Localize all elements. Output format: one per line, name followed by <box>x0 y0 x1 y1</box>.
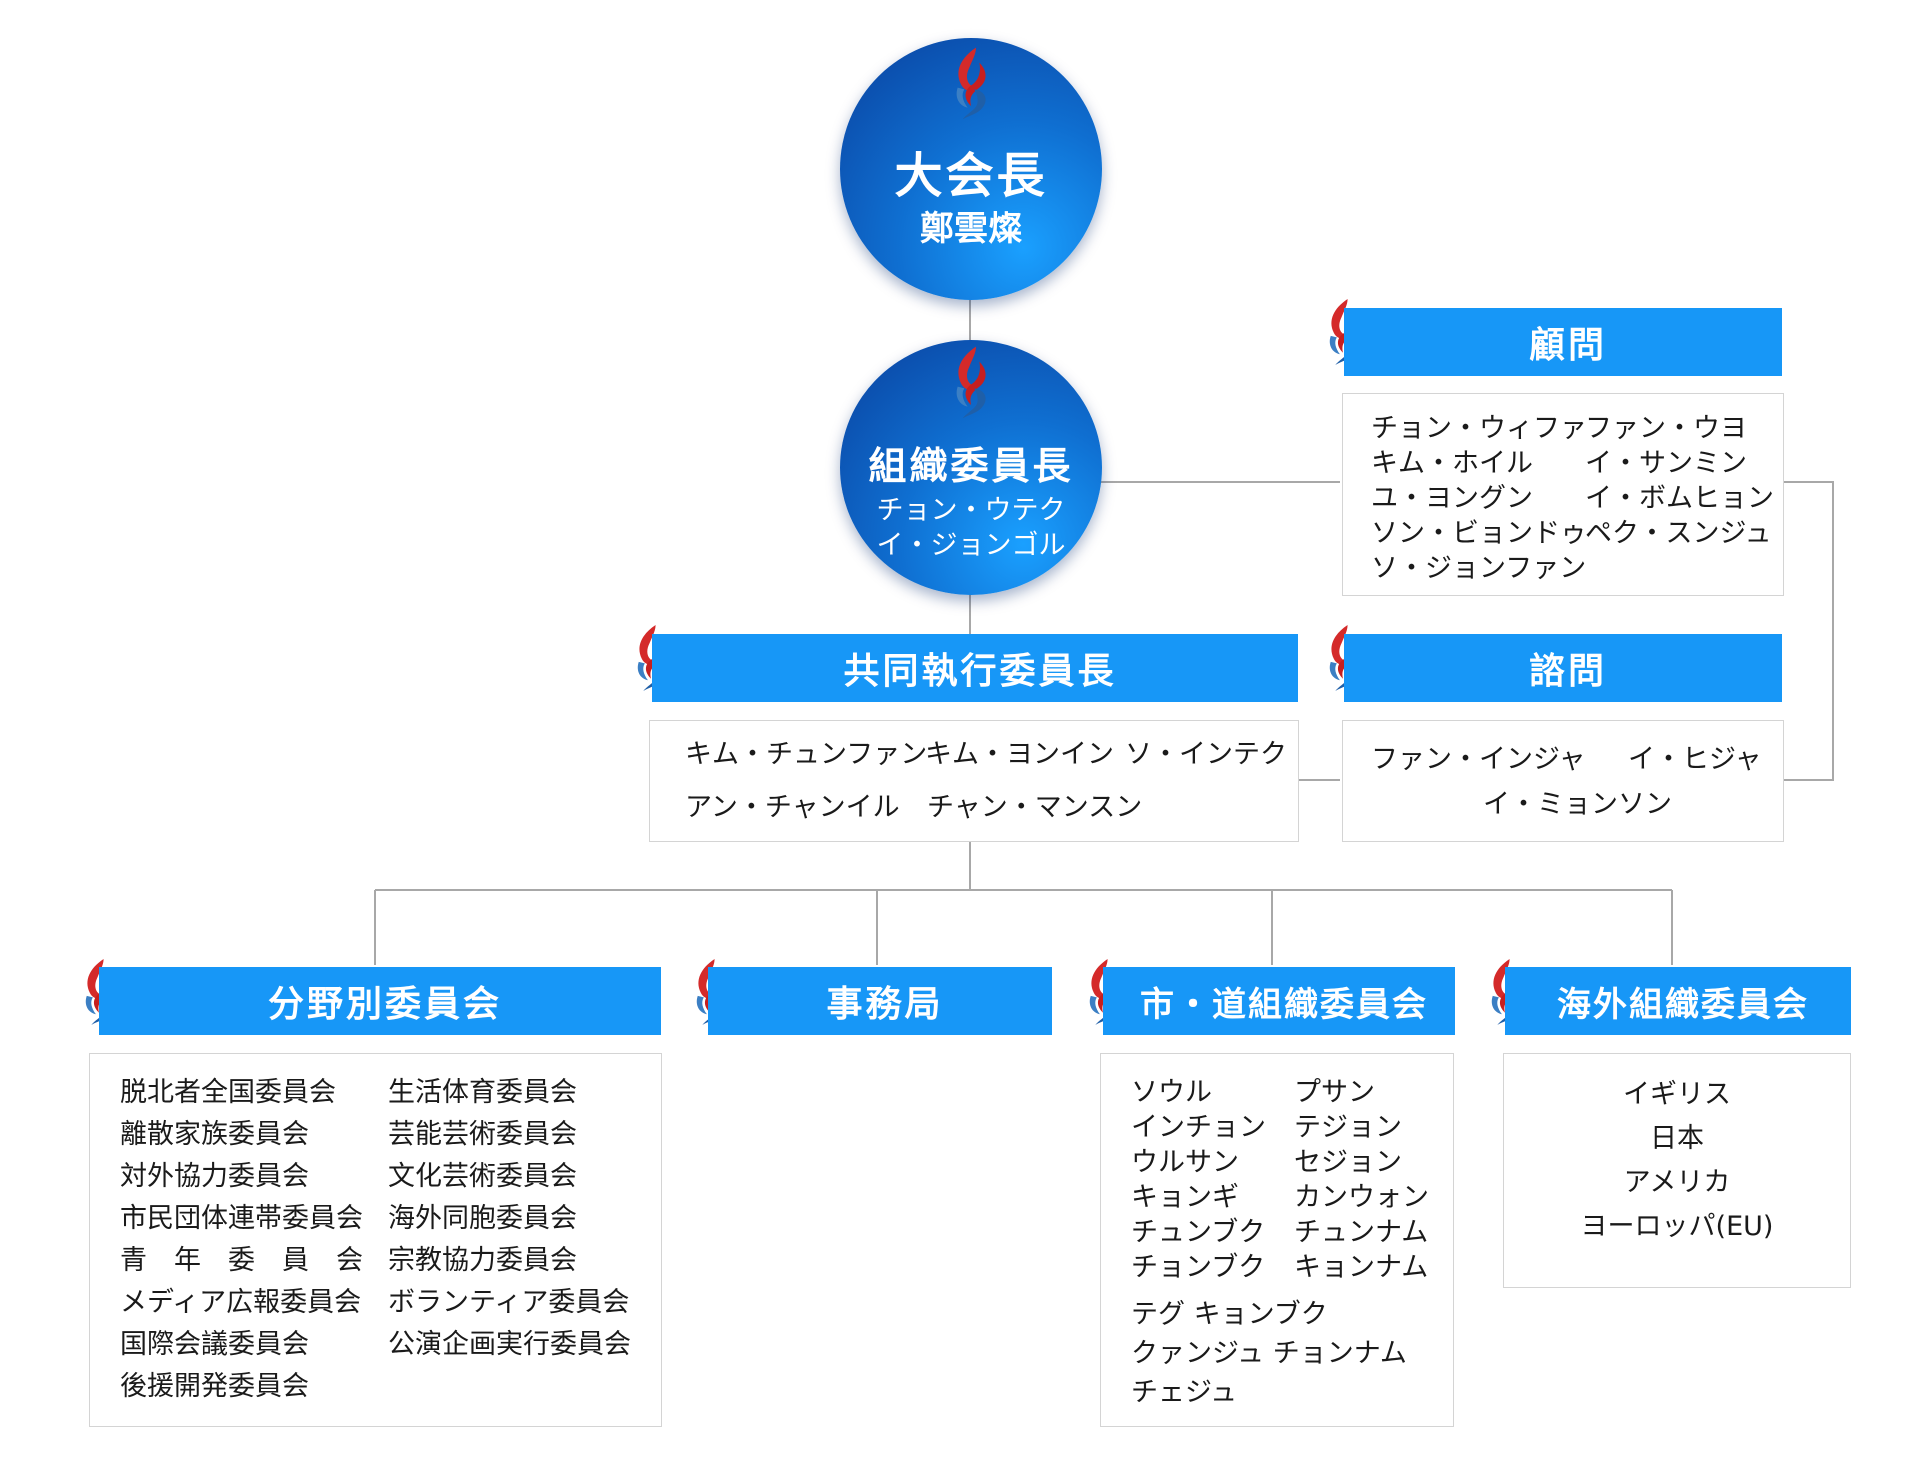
region-item: キョンナム <box>1294 1252 1429 1283</box>
co-chair-name: ソ・インテク <box>1125 739 1287 770</box>
advisor-name: チョン・ウィファ <box>1371 413 1587 444</box>
region-item: カンウォン <box>1294 1182 1429 1213</box>
flame-logo-icon <box>946 345 996 420</box>
advisor-col-1: チョン・ウィファ キム・ホイル ユ・ヨングン ソン・ビョンドゥ ソ・ジョンファン <box>1371 406 1587 584</box>
committee-item: 離散家族委員会 <box>120 1119 309 1150</box>
country-item: アメリカ <box>1623 1167 1731 1198</box>
region-item: チュンブク <box>1131 1217 1266 1248</box>
consultant-box: ファン・インジャ イ・ヒジャ イ・ミョンソン <box>1342 720 1784 842</box>
region-item: ウルサン <box>1131 1147 1239 1178</box>
president-name: 鄭雲燦 <box>920 209 1022 249</box>
consultant-name: ファン・インジャ <box>1371 744 1586 775</box>
flame-logo-icon <box>946 46 996 121</box>
organizing-chair-name-1: チョン・ウテク <box>876 495 1066 526</box>
advisor-col-2: ファン・ウヨ イ・サンミン イ・ボムヒョン ペク・スンジュ <box>1585 406 1774 549</box>
field-committees-title: 分野別委員会 <box>267 984 502 1025</box>
committee-item: 市民団体連帯委員会 <box>120 1203 363 1234</box>
advisor-header: 顧問 <box>1344 308 1782 376</box>
overseas-header: 海外組織委員会 <box>1505 967 1851 1035</box>
city-province-col-2: プサン テジョン セジョン カンウォン チュンナム キョンナム <box>1294 1070 1429 1283</box>
city-province-box: ソウル インチョン ウルサン キョンギ チュンブク チョンブク プサン テジョン… <box>1100 1053 1454 1427</box>
committee-item: ボランティア委員会 <box>388 1287 630 1318</box>
co-chairs-title: 共同執行委員長 <box>843 651 1117 692</box>
committee-item: 青 年 委 員 会 <box>120 1245 363 1276</box>
secretariat-header: 事務局 <box>708 967 1052 1035</box>
overseas-list: イギリス 日本 アメリカ ヨーロッパ(EU) <box>1504 1072 1850 1248</box>
co-chair-name: アン・チャンイル <box>685 792 900 823</box>
country-item: ヨーロッパ(EU) <box>1580 1211 1774 1242</box>
region-item: セジョン <box>1294 1147 1402 1178</box>
co-chair-name: キム・ヨンイン <box>925 739 1114 770</box>
consultant-name: イ・ミョンソン <box>1483 789 1672 820</box>
city-province-tail: テグ キョンブク クァンジュ チョンナム チェジュ <box>1131 1292 1407 1409</box>
consultant-header: 諮問 <box>1344 634 1782 702</box>
committee-item: 後援開発委員会 <box>120 1371 309 1402</box>
advisor-name: イ・ボムヒョン <box>1585 483 1774 514</box>
co-chair-name: キム・チュンファン <box>685 739 928 770</box>
field-committees-header: 分野別委員会 <box>99 967 661 1035</box>
region-item: チュンナム <box>1294 1217 1429 1248</box>
committee-item: 国際会議委員会 <box>120 1329 309 1360</box>
region-item: ソウル <box>1131 1077 1212 1108</box>
advisor-box: チョン・ウィファ キム・ホイル ユ・ヨングン ソン・ビョンドゥ ソ・ジョンファン… <box>1342 393 1784 596</box>
committee-item: 対外協力委員会 <box>120 1161 309 1192</box>
region-item: テグ キョンブク <box>1131 1299 1328 1330</box>
co-chairs-header: 共同執行委員長 <box>652 634 1298 702</box>
advisor-name: ソン・ビョンドゥ <box>1371 518 1587 549</box>
region-item: チェジュ <box>1131 1377 1238 1408</box>
president-circle: 大会長 鄭雲燦 <box>840 38 1102 300</box>
secretariat-title: 事務局 <box>826 984 944 1025</box>
field-committees-col-1: 脱北者全国委員会 離散家族委員会 対外協力委員会 市民団体連帯委員会 青 年 委… <box>120 1070 363 1406</box>
field-committees-col-2: 生活体育委員会 芸能芸術委員会 文化芸術委員会 海外同胞委員会 宗教協力委員会 … <box>388 1070 631 1364</box>
co-chair-name: チャン・マンスン <box>927 792 1143 823</box>
consultant-title: 諮問 <box>1528 651 1607 692</box>
region-item: プサン <box>1294 1077 1375 1108</box>
city-province-col-1: ソウル インチョン ウルサン キョンギ チュンブク チョンブク <box>1131 1070 1266 1283</box>
region-item: インチョン <box>1131 1112 1266 1143</box>
committee-item: 公演企画実行委員会 <box>388 1329 631 1360</box>
consultant-name: イ・ヒジャ <box>1628 744 1762 775</box>
city-province-header: 市・道組織委員会 <box>1103 967 1455 1035</box>
organizing-chair-name-2: イ・ジョンゴル <box>876 530 1066 561</box>
advisor-name: イ・サンミン <box>1585 448 1747 479</box>
region-item: チョンブク <box>1131 1252 1266 1283</box>
region-item: クァンジュ チョンナム <box>1131 1338 1407 1369</box>
organizing-chair-circle: 組織委員長 チョン・ウテク イ・ジョンゴル <box>840 340 1102 595</box>
committee-item: 生活体育委員会 <box>388 1077 577 1108</box>
committee-item: 宗教協力委員会 <box>388 1245 577 1276</box>
committee-item: 海外同胞委員会 <box>388 1203 577 1234</box>
city-province-title: 市・道組織委員会 <box>1140 984 1428 1025</box>
co-chairs-box: キム・チュンファン キム・ヨンイン ソ・インテク アン・チャンイル チャン・マン… <box>649 720 1299 842</box>
region-item: キョンギ <box>1131 1182 1239 1213</box>
advisor-name: キム・ホイル <box>1371 448 1533 479</box>
advisor-title: 顧問 <box>1528 325 1607 366</box>
president-title: 大会長 <box>894 148 1048 204</box>
committee-item: 脱北者全国委員会 <box>120 1077 336 1108</box>
advisor-name: ファン・ウヨ <box>1585 413 1747 444</box>
overseas-box: イギリス 日本 アメリカ ヨーロッパ(EU) <box>1503 1053 1851 1288</box>
field-committees-box: 脱北者全国委員会 離散家族委員会 対外協力委員会 市民団体連帯委員会 青 年 委… <box>89 1053 662 1427</box>
advisor-name: ペク・スンジュ <box>1585 518 1772 549</box>
advisor-name: ユ・ヨングン <box>1371 483 1533 514</box>
committee-item: 文化芸術委員会 <box>388 1161 577 1192</box>
committee-item: メディア広報委員会 <box>120 1287 362 1318</box>
committee-item: 芸能芸術委員会 <box>388 1119 577 1150</box>
organizing-chair-title: 組織委員長 <box>868 444 1074 488</box>
region-item: テジョン <box>1294 1112 1402 1143</box>
advisor-name: ソ・ジョンファン <box>1371 553 1587 584</box>
country-item: イギリス <box>1623 1079 1731 1110</box>
country-item: 日本 <box>1650 1123 1704 1154</box>
overseas-title: 海外組織委員会 <box>1557 984 1809 1025</box>
